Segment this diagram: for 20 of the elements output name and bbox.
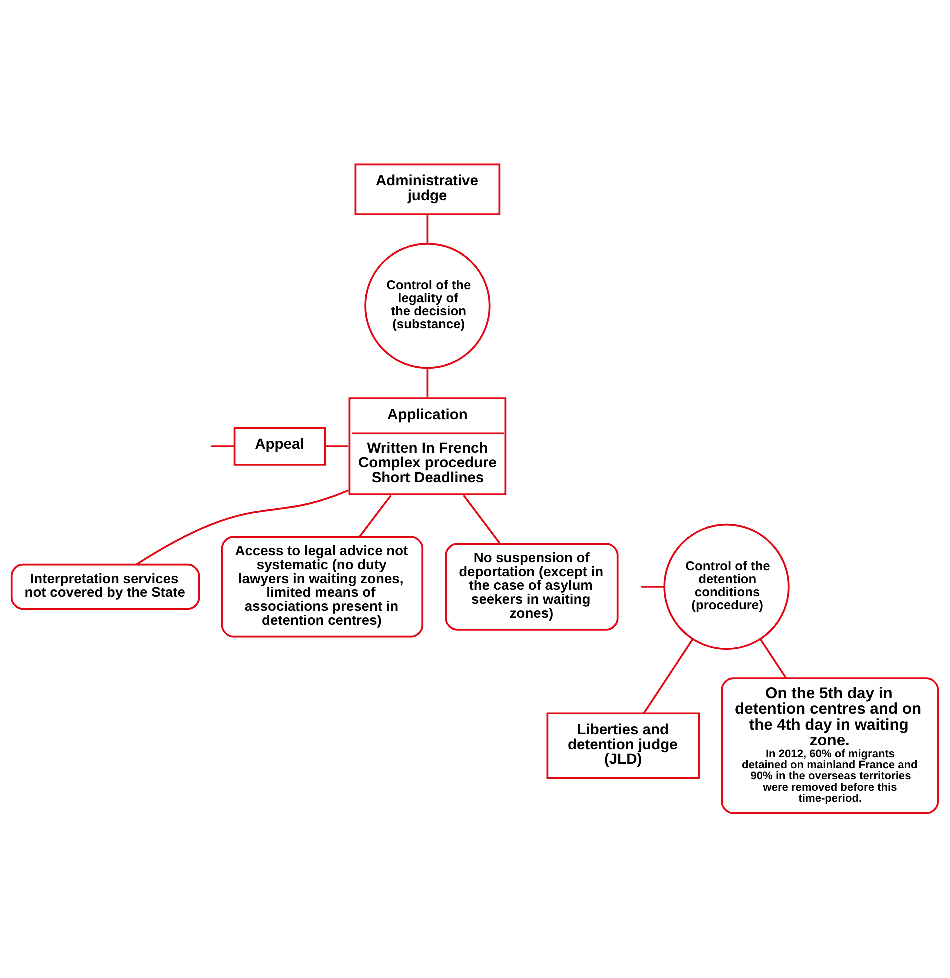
node-circle: Control of the legality of the decision (substance) [364, 242, 491, 370]
node-box: Liberties and detention judge (JLD) [546, 712, 700, 780]
connector [426, 368, 429, 398]
connector [136, 490, 350, 566]
connector [358, 495, 392, 538]
node-box: Application Written In French Complex procedure Short Deadlines [348, 398, 507, 496]
node-box: Appeal [234, 427, 326, 466]
connector [760, 638, 787, 679]
connector [463, 495, 502, 545]
connector [642, 586, 665, 588]
connector [211, 446, 235, 448]
connector [426, 214, 429, 244]
node-box: Interpretation services not covered by the State [10, 564, 200, 610]
node-box: No suspension of deportation (except in the case of asylum seekers in waiting zones) [445, 543, 619, 631]
connector [643, 638, 694, 714]
node-box: Administrative judge [354, 164, 501, 216]
node-circle: Control of the detention conditions (procedure) [664, 524, 790, 650]
connector [325, 446, 348, 448]
node-box: On the 5th day in detention centres and on the 4th day in waiting zone. In 2012, 60% of migrants detained on mainland France and 90% in the overseas territories were removed before this time-period. [721, 678, 940, 814]
node-box: Access to legal advice not systematic (no duty lawyers in waiting zones, limited means of associations present in detention centres) [221, 536, 424, 638]
